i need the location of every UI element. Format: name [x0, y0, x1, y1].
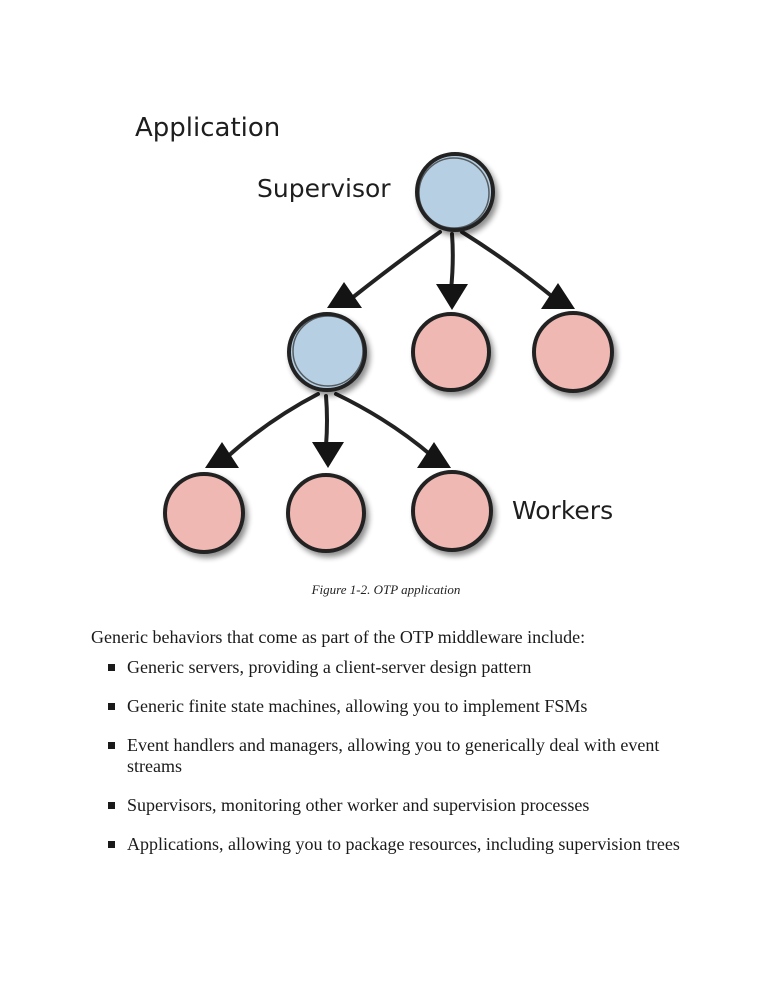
- workers-label: Workers: [512, 496, 613, 525]
- list-item-text: Applications, allowing you to package re…: [127, 834, 680, 854]
- arrowhead-up-icon: [417, 442, 451, 468]
- tree-edges: [224, 230, 556, 460]
- supervisor-node-root: [415, 152, 495, 232]
- edge-root-to-worker-1: [449, 232, 455, 292]
- square-bullet-icon: [108, 742, 115, 749]
- list-item-text: Generic finite state machines, allowing …: [127, 696, 588, 716]
- edge-supervisor-to-worker-b: [324, 394, 329, 448]
- intro-paragraph: Generic behaviors that come as part of t…: [91, 627, 586, 647]
- worker-node: [532, 311, 614, 393]
- list-item-text: Event handlers and managers, allowing yo…: [127, 735, 660, 776]
- list-item: Event handlers and managers, allowing yo…: [108, 735, 688, 777]
- worker-node: [411, 470, 493, 552]
- worker-node: [163, 472, 245, 554]
- edge-supervisor-to-worker-c: [334, 392, 434, 458]
- arrowhead-up-icon: [327, 282, 362, 308]
- worker-node: [411, 312, 491, 392]
- list-item: Generic servers, providing a client-serv…: [108, 657, 688, 678]
- square-bullet-icon: [108, 802, 115, 809]
- list-item: Generic finite state machines, allowing …: [108, 696, 688, 717]
- worker-node: [286, 473, 366, 553]
- edge-supervisor-to-worker-a: [224, 392, 320, 460]
- behaviors-list: Generic servers, providing a client-serv…: [108, 657, 688, 873]
- arrowheads: [205, 282, 575, 468]
- list-item-text: Generic servers, providing a client-serv…: [127, 657, 532, 677]
- edge-root-to-worker-2: [460, 230, 556, 300]
- supervisor-label: Supervisor: [257, 174, 391, 203]
- arrowhead-down-icon: [436, 284, 468, 310]
- application-label: Application: [135, 113, 280, 143]
- arrowhead-up-icon: [541, 283, 575, 309]
- arrowhead-up-icon: [205, 442, 239, 468]
- list-item-text: Supervisors, monitoring other worker and…: [127, 795, 590, 815]
- supervisor-node-child: [287, 312, 367, 392]
- square-bullet-icon: [108, 664, 115, 671]
- square-bullet-icon: [108, 841, 115, 848]
- worker-nodes: [163, 311, 614, 554]
- figure-caption: Figure 1-2. OTP application: [311, 582, 461, 597]
- edge-root-to-supervisor: [350, 230, 442, 300]
- list-item: Applications, allowing you to package re…: [108, 834, 688, 855]
- otp-application-diagram: Application Supervisor Workers: [135, 113, 614, 554]
- list-item: Supervisors, monitoring other worker and…: [108, 795, 688, 816]
- arrowhead-down-icon: [312, 442, 344, 468]
- square-bullet-icon: [108, 703, 115, 710]
